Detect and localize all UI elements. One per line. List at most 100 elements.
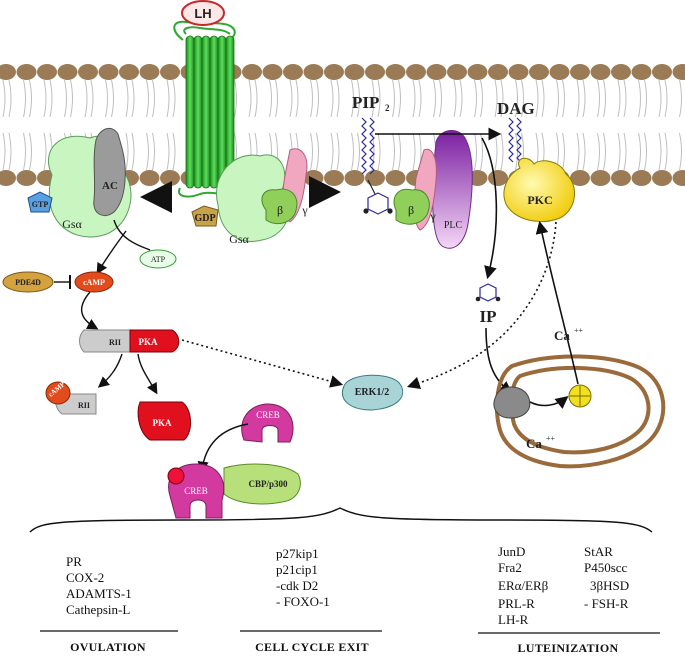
lipid-head (57, 64, 78, 80)
lipid-tail (433, 79, 436, 118)
lipid-tail (480, 79, 483, 118)
target-genes-brace (29, 507, 653, 533)
calcium-bottom-label: Ca (526, 436, 542, 451)
lipid-tail (638, 132, 641, 171)
calcium-top-label: Ca (554, 328, 570, 343)
lipid-tail (2, 132, 6, 171)
lipid-head (447, 64, 467, 80)
lipid-tail (658, 79, 662, 118)
cell-cycle-gene: -cdk D2 (276, 578, 318, 593)
lipid-head (0, 64, 16, 80)
lipid-tail (617, 132, 621, 171)
cell-cycle-exit-genes: p27kip1 p21cip1 -cdk D2 - FOXO-1 (276, 546, 330, 609)
lipid-tail (131, 79, 135, 118)
ip-molecule: IP (475, 283, 501, 326)
adenylyl-cyclase-complex: AC GTP Gsα (27, 127, 132, 238)
gamma-center-label: γ (301, 203, 308, 217)
pip2-subscript: 2 (385, 103, 390, 113)
lipid-tail (23, 132, 26, 171)
lipid-head (672, 170, 685, 186)
luteinization-gene: PRL-R (498, 596, 535, 611)
lipid-head (160, 64, 180, 80)
lipid-tail (515, 132, 518, 171)
lipid-tail (679, 132, 682, 171)
camp-to-pka-arrow (81, 291, 99, 330)
pip2-label: PIP (352, 93, 379, 112)
lipid-head (303, 64, 324, 80)
pka-holoenzyme: RII PKA (79, 329, 180, 353)
lipid-head (324, 64, 344, 80)
beta-center-label: β (277, 203, 283, 217)
lipid-head (78, 64, 98, 80)
lipid-head (529, 64, 549, 80)
lipid-head (283, 64, 303, 80)
atp-to-camp-arrow (96, 230, 127, 275)
creb-phosphorylation-arrow (197, 423, 249, 473)
lipid-tail (330, 79, 334, 118)
receptor-to-channel-arrow (529, 396, 569, 409)
calcium-bottom-superscript: ++ (546, 434, 556, 443)
lipid-tail (398, 79, 401, 118)
lipid-tail (254, 79, 258, 118)
lipid-head (590, 64, 611, 80)
lipid-tail (576, 79, 580, 118)
lipid-tail (576, 132, 580, 171)
lipid-tail (412, 132, 416, 171)
lh-hormone: LH (181, 0, 225, 26)
pkc-to-erk-dotted-arrow (406, 221, 557, 390)
lipid-tail (336, 132, 340, 171)
lipid-head (570, 170, 590, 186)
lipid-tail (474, 132, 477, 171)
lipid-head (467, 64, 488, 80)
lipid-tail (439, 79, 442, 118)
lipid-tail (623, 79, 627, 118)
lipid-tail (418, 79, 422, 118)
lipid-head (652, 64, 672, 80)
cell-cycle-exit-title: CELL CYCLE EXIT (255, 640, 369, 654)
luteinization-gene: - FSH-R (584, 596, 629, 611)
lipid-tail (658, 132, 662, 171)
lipid-tail (234, 79, 237, 118)
lipid-head (344, 170, 365, 186)
lipid-tail (336, 79, 340, 118)
lipid-tail (295, 79, 299, 118)
lipid-tail (43, 132, 47, 171)
ac-label: AC (102, 180, 118, 192)
lipid-head (508, 64, 529, 80)
lipid-tail (597, 132, 600, 171)
lipid-tail (146, 132, 149, 171)
lipid-tail (152, 132, 155, 171)
lipid-tail (562, 132, 565, 171)
calcium-top-superscript: ++ (574, 326, 584, 335)
lipid-tail (515, 79, 518, 118)
luteinization-title: LUTEINIZATION (517, 641, 618, 655)
camp-rii-complex: cAMP RII (45, 380, 97, 415)
pkc-label: PKC (527, 193, 552, 207)
lipid-head (139, 64, 160, 80)
plc-label: PLC (444, 220, 463, 231)
lipid-tail (664, 79, 668, 118)
plc-complex: β γ PLC (393, 130, 473, 249)
lipid-tail (43, 79, 47, 118)
lipid-tail (29, 79, 32, 118)
lipid-tail (453, 79, 457, 118)
lipid-tail (582, 132, 586, 171)
lipid-head (611, 64, 631, 80)
lipid-tail (105, 79, 108, 118)
lipid-tail (494, 79, 498, 118)
cell-cycle-gene: p27kip1 (276, 546, 319, 561)
lipid-head (344, 64, 365, 80)
creb-label: CREB (256, 410, 280, 420)
lipid-tail (644, 132, 647, 171)
lipid-tail (521, 79, 524, 118)
lipid-tail (111, 79, 114, 118)
beta-plc-label: β (408, 203, 414, 217)
lipid-tail (412, 79, 416, 118)
erk-kinase: ERK1/2 (342, 374, 404, 411)
luteinization-gene: Fra2 (498, 560, 522, 575)
luteinization-gene: JunD (498, 544, 525, 559)
lipid-head (16, 170, 37, 186)
lipid-tail (357, 132, 360, 171)
ac-to-atp-line (113, 219, 151, 251)
